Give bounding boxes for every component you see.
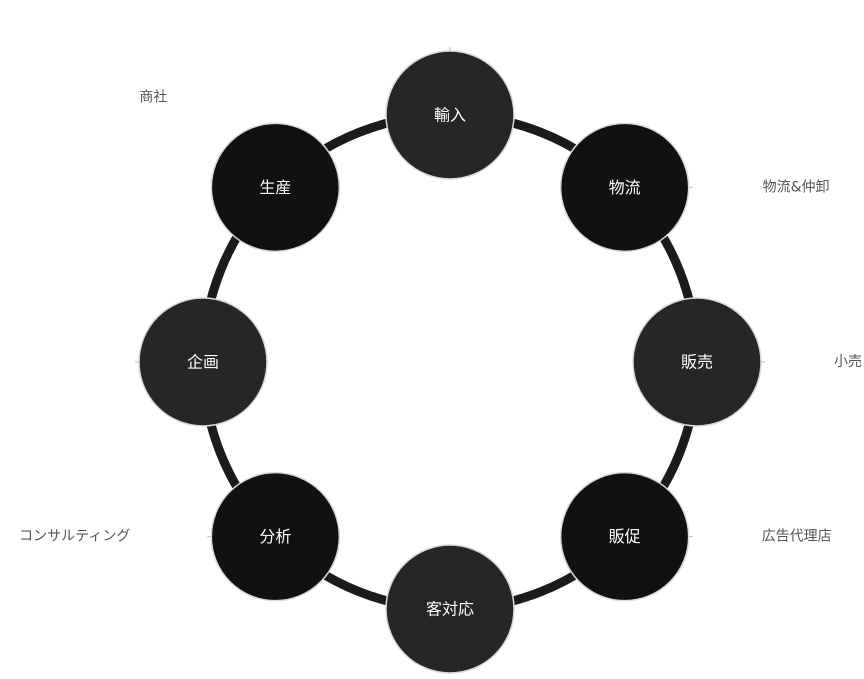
- node-label-sales: 販売: [681, 353, 713, 372]
- node-sales: 販売: [632, 297, 762, 427]
- node-circle-planning: [138, 297, 268, 427]
- outer-label-consulting: コンサルティング: [19, 529, 130, 545]
- node-circle-logistics: [559, 122, 690, 253]
- node-planning: 企画: [138, 297, 268, 427]
- node-label-planning: 企画: [187, 353, 219, 372]
- outer-label-wholesale: 物流&仲卸: [763, 179, 830, 195]
- node-label-logistics: 物流: [609, 178, 641, 197]
- outer-label-retail: 小売: [834, 354, 862, 370]
- node-label-customer: 客対応: [426, 600, 474, 619]
- node-logistics: 物流: [559, 122, 690, 253]
- node-customer: 客対応: [385, 544, 515, 674]
- node-analysis: 分析: [210, 471, 341, 602]
- node-production: 生産: [210, 122, 341, 253]
- node-circle-customer: [385, 544, 515, 674]
- outer-label-advertising: 広告代理店: [762, 529, 832, 545]
- node-label-promotion: 販促: [609, 527, 641, 546]
- node-label-import: 輸入: [434, 106, 466, 125]
- node-circle-sales: [632, 297, 762, 427]
- node-circle-import: [385, 50, 515, 180]
- node-label-production: 生産: [259, 178, 291, 197]
- node-circle-analysis: [210, 471, 341, 602]
- outer-label-trading: 商社: [139, 89, 167, 105]
- node-circle-promotion: [559, 471, 690, 602]
- node-import: 輸入: [385, 50, 515, 180]
- node-label-analysis: 分析: [259, 527, 291, 546]
- node-promotion: 販促: [559, 471, 690, 602]
- node-circle-production: [210, 122, 341, 253]
